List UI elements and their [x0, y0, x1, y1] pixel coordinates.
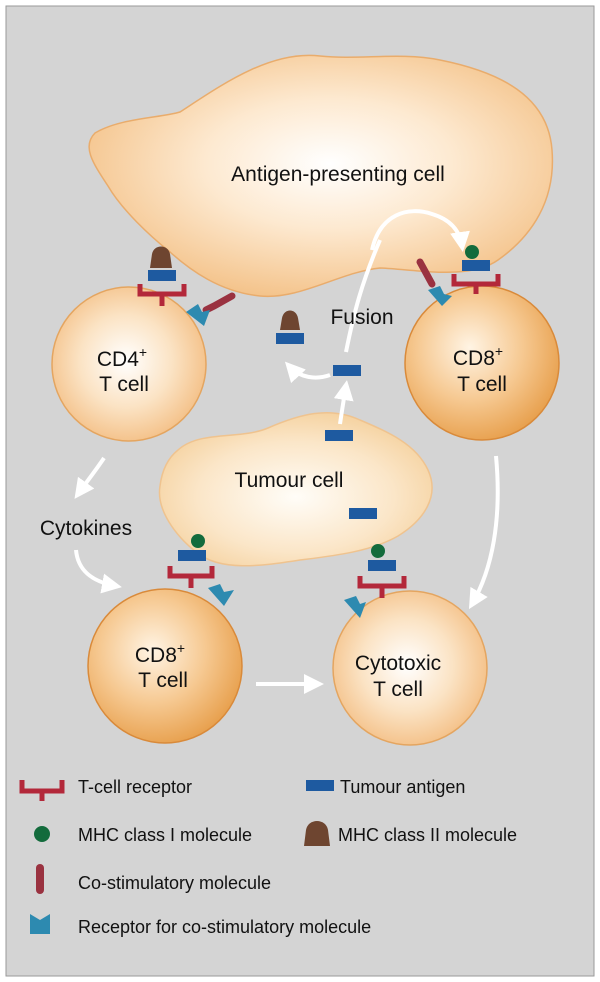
tumour-antigen-fusion-left — [276, 333, 304, 344]
apc-label: Antigen-presenting cell — [231, 163, 445, 186]
cytotoxic-t-cell — [332, 590, 488, 746]
legend-costim-label: Co-stimulatory molecule — [78, 873, 271, 893]
costim-receptor-cd4 — [186, 304, 210, 326]
tcr-icon-cd4 — [137, 284, 187, 306]
legend: T-cell receptor Tumour antigen MHC class… — [19, 777, 517, 937]
cd4-label-line1: CD4+ — [97, 344, 147, 371]
arrow-cd8-to-cytotoxic-right — [468, 455, 500, 610]
arrow-fusion-up — [344, 239, 382, 353]
legend-mhc2-label: MHC class II molecule — [338, 825, 517, 845]
costim-receptor-cd8-bottom — [208, 584, 234, 606]
legend-mhc2-icon — [304, 821, 330, 846]
tumour-cell-label: Tumour cell — [235, 469, 344, 492]
tumour-antigen-cd8-right — [462, 260, 490, 271]
tumour-antigen-tumour-bottom — [349, 508, 377, 519]
legend-costim-receptor-label: Receptor for co-stimulatory molecule — [78, 917, 371, 937]
legend-tcr-icon — [19, 780, 65, 801]
tumour-cell-shape — [158, 411, 433, 567]
mhc1-icon-cd8-bottom — [191, 534, 205, 548]
legend-antigen-label: Tumour antigen — [340, 777, 465, 797]
tumour-antigen-tumour-top — [325, 430, 353, 441]
mhc2-icon-fusion — [280, 310, 300, 330]
tcr-icon-cd8-right — [451, 274, 501, 294]
cd8-bottom-label-line2: T cell — [138, 669, 188, 692]
costim-receptor-cd8-right — [428, 286, 452, 306]
arrow-fusion-to-mhc2 — [284, 361, 331, 384]
antigen-presenting-cell-shape — [88, 54, 554, 298]
arrow-fusion-to-cd8 — [370, 209, 470, 252]
tcr-icon-cytotoxic — [357, 576, 407, 598]
arrow-cytokines-to-cd8 — [74, 549, 122, 594]
cd4-t-cell — [51, 286, 207, 442]
mhc1-icon-cd8-right — [465, 245, 479, 259]
cd4-label-line2: T cell — [99, 373, 149, 396]
cytokines-label: Cytokines — [40, 517, 132, 540]
mhc1-icon-cytotoxic — [371, 544, 385, 558]
cytotoxic-label-line1: Cytotoxic — [355, 652, 441, 675]
tumour-antigen-cytotoxic — [368, 560, 396, 571]
arrow-tumour-to-fusion — [333, 380, 354, 425]
mhc2-icon-cd4 — [150, 246, 172, 268]
cd8-t-cell-bottom — [87, 588, 243, 744]
cd8-right-label-line2: T cell — [457, 373, 507, 396]
tcr-icon-cd8-bottom — [167, 566, 215, 588]
legend-mhc1-icon — [34, 826, 50, 842]
cd8-bottom-label-line1: CD8+ — [135, 640, 185, 667]
costim-molecule-cd8-right — [416, 258, 436, 288]
arrow-cd4-to-cytokines — [74, 456, 106, 499]
legend-mhc1-label: MHC class I molecule — [78, 825, 252, 845]
legend-antigen-icon — [306, 780, 334, 791]
cytotoxic-label-line2: T cell — [373, 678, 423, 701]
fusion-label: Fusion — [330, 306, 393, 329]
tumour-antigen-cd8-bottom — [178, 550, 206, 561]
legend-costim-receptor-icon — [30, 914, 50, 934]
costim-receptor-cytotoxic — [344, 596, 366, 618]
tumour-antigen-fusion — [333, 365, 361, 376]
tumour-antigen-cd4 — [148, 270, 176, 281]
legend-tcr-label: T-cell receptor — [78, 777, 192, 797]
cd8-right-label-line1: CD8+ — [453, 343, 503, 370]
costim-molecule-cd4 — [202, 292, 236, 314]
